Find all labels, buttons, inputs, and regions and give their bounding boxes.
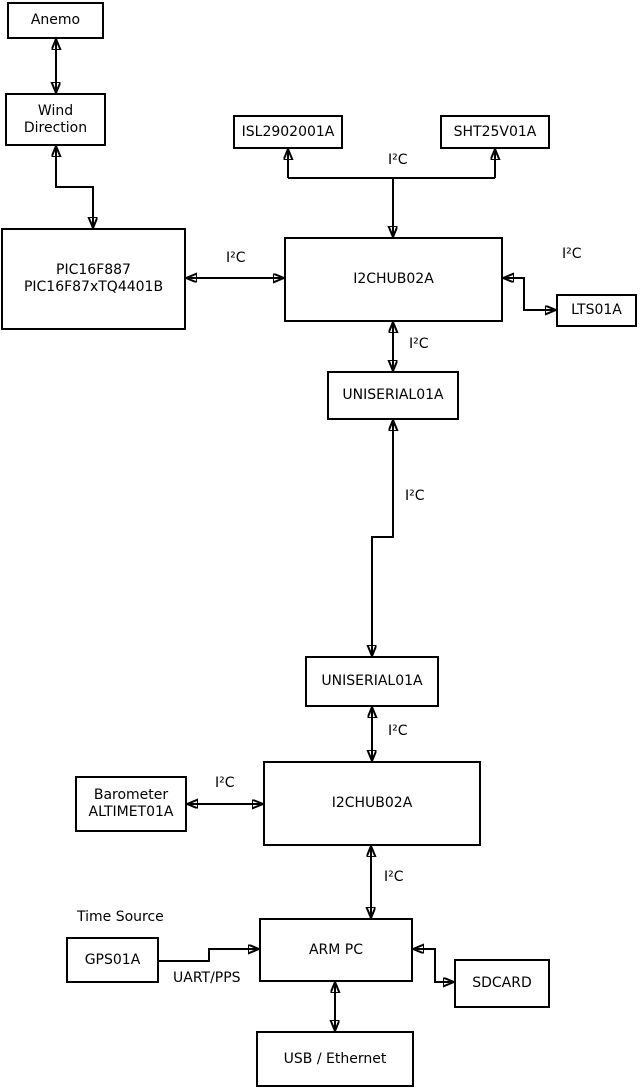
label-i2c-sensor-bus: I²C (388, 152, 408, 168)
node-sht25v01a: SHT25V01A (440, 115, 550, 149)
label-i2c-uniserial2-hub2: I²C (388, 723, 408, 739)
node-i2chub02a-1: I2CHUB02A (284, 237, 503, 322)
label-i2c-hub1-lts: I²C (562, 246, 582, 262)
node-uniserial01a-1: UNISERIAL01A (327, 371, 459, 420)
node-uniserial01a-2: UNISERIAL01A (305, 656, 439, 707)
label-i2c-uniserial1-uniserial2: I²C (405, 488, 425, 504)
node-anemo: Anemo (7, 2, 104, 39)
label-i2c-hub1-uniserial1: I²C (409, 336, 429, 352)
label-i2c-pic-hub1: I²C (226, 250, 246, 266)
node-pic16f887: PIC16F887 PIC16F87xTQ4401B (1, 228, 186, 330)
edge-wind-direction-pic (56, 146, 93, 228)
label-i2c-barometer-hub2: I²C (215, 775, 235, 791)
node-isl2902001a: ISL2902001A (233, 115, 343, 149)
edge-uniserial1-uniserial2 (372, 420, 393, 656)
node-gps01a: GPS01A (66, 937, 159, 983)
node-sdcard: SDCARD (454, 959, 550, 1008)
node-barometer-altimet01a: Barometer ALTIMET01A (75, 776, 187, 832)
label-time-source: Time Source (77, 909, 164, 925)
edge-armpc-sdcard (413, 949, 454, 982)
label-i2c-hub2-armpc: I²C (384, 869, 404, 885)
node-usb-ethernet: USB / Ethernet (256, 1031, 414, 1087)
node-lts01a: LTS01A (556, 294, 637, 327)
label-uart-pps: UART/PPS (173, 970, 241, 986)
edge-gps-armpc (159, 949, 259, 962)
node-arm-pc: ARM PC (259, 918, 413, 982)
node-i2chub02a-2: I2CHUB02A (263, 761, 481, 846)
node-wind-direction: Wind Direction (5, 93, 106, 146)
edge-hub1-lts (503, 278, 556, 310)
